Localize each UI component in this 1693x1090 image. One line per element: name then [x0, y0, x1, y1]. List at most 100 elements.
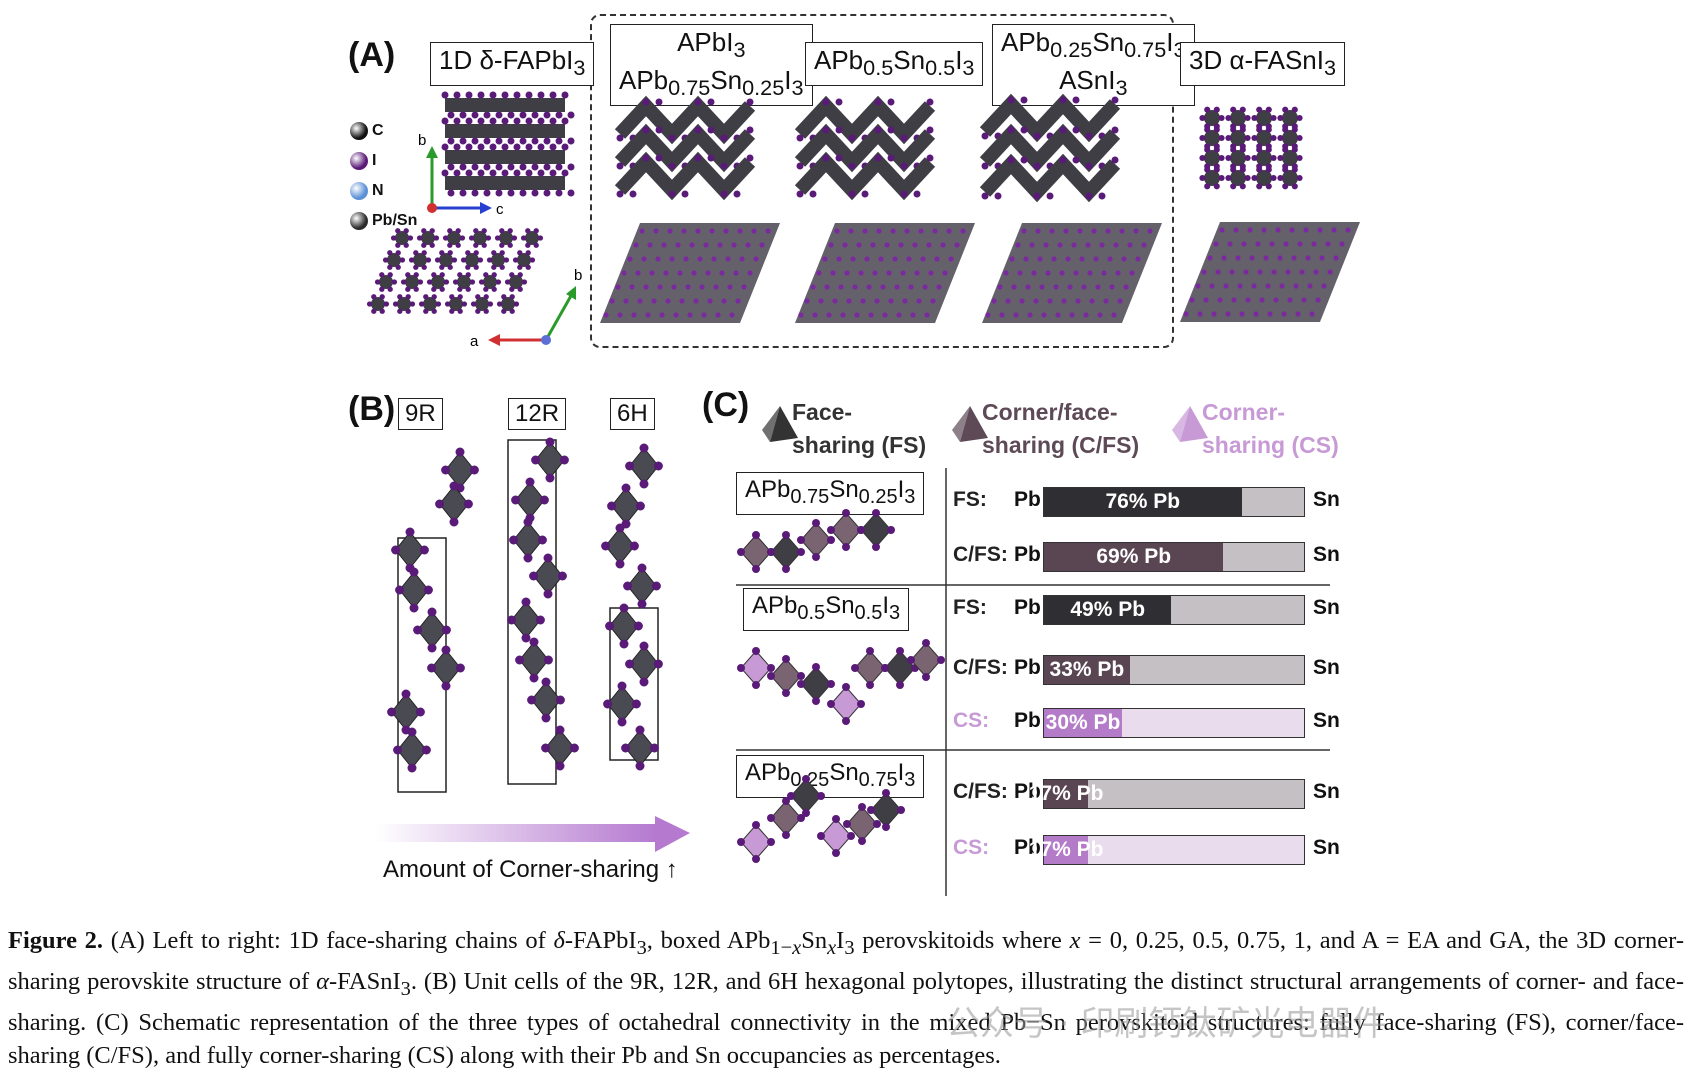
axes-bottom-icon: a b — [470, 267, 582, 350]
tetrahedron-icon — [952, 406, 988, 442]
bar-pb-label: Pb — [1014, 543, 1041, 566]
panel-a-label: (A) — [348, 36, 396, 74]
occupancy-bar-fill: 69% Pb — [1044, 543, 1224, 571]
zigzag-layers — [794, 95, 936, 201]
bar-sn-label: Sn — [1313, 780, 1340, 803]
atom-legend-item: Pb/Sn — [350, 212, 417, 230]
crystal-lattice — [1199, 106, 1303, 190]
panel-b-label: (B) — [348, 390, 396, 428]
parallelogram-projection — [600, 223, 780, 323]
connectivity-legend-label: Face-sharing (FS) — [792, 399, 927, 458]
bar-type-label: CS: — [953, 709, 990, 732]
structure-label-delta-fapbi3: 1D δ-FAPbI3 — [430, 42, 595, 87]
tetrahedron-icon — [762, 406, 798, 442]
bar-sn-label: Sn — [1313, 656, 1340, 679]
occupancy-bar: 69% Pb — [1043, 542, 1305, 572]
bar-sn-label: Sn — [1313, 488, 1340, 511]
axes-top-icon: b c — [418, 132, 504, 218]
occupancy-bar: 17% Pb — [1029, 779, 1305, 809]
bar-sn-label: Sn — [1313, 543, 1340, 566]
parallelogram-projection — [982, 223, 1162, 323]
polytype-9r-label: 9R — [398, 398, 443, 430]
perovskitoid-group-box — [590, 14, 1174, 348]
crystal-lattice — [366, 228, 544, 314]
bar-sn-label: Sn — [1313, 596, 1340, 619]
connectivity-chain — [737, 509, 895, 573]
bar-pb-label: Pb — [1014, 488, 1041, 511]
bar-type-label: C/FS: — [953, 656, 1008, 679]
zigzag-layers — [614, 95, 756, 201]
parallelogram-projection — [795, 223, 975, 323]
watermark: 公众号 · 印刷钙钛矿光电器件 — [946, 1004, 1387, 1044]
bar-type-label: FS: — [953, 488, 987, 511]
polytype-chain — [601, 443, 663, 771]
occupancy-bar-fill: 30% Pb — [1044, 709, 1122, 737]
polytype-chains — [387, 437, 663, 793]
bar-type-label: CS: — [953, 836, 990, 859]
atom-legend-item: I — [350, 152, 376, 170]
occupancy-bar-fill: 76% Pb — [1044, 488, 1242, 516]
atom-legend-item: N — [350, 182, 384, 200]
zigzag-layers — [979, 93, 1121, 203]
atom-ball-icon — [350, 182, 368, 200]
structure-label-alpha-fasni3: 3D α-FASnI3 — [1180, 42, 1346, 87]
corner-sharing-arrow-icon — [375, 816, 690, 852]
chain-rows — [441, 91, 575, 197]
axis-a-label: a — [470, 333, 479, 350]
bar-sn-label: Sn — [1313, 709, 1340, 732]
connectivity-legend-label: Corner/face-sharing (C/FS) — [982, 399, 1140, 458]
table-grid — [736, 468, 1330, 896]
bar-sn-label: Sn — [1313, 836, 1340, 859]
atom-legend-item: C — [350, 122, 384, 140]
occupancy-bar-fill: 33% Pb — [1044, 656, 1130, 684]
panel-c-label: (C) — [702, 386, 750, 424]
bar-pb-label: Pb — [1014, 709, 1041, 732]
tetrahedron-icon — [1172, 406, 1208, 442]
atom-ball-icon — [350, 212, 368, 230]
occupancy-bar-fill: 49% Pb — [1044, 596, 1172, 624]
occupancy-bar: 33% Pb — [1043, 655, 1305, 685]
connectivity-legend-label: Corner-sharing (CS) — [1202, 399, 1339, 458]
atom-symbol: I — [372, 152, 377, 169]
atom-symbol: N — [372, 182, 384, 199]
compound-label-1: APb0.75Sn0.25I3 — [736, 472, 925, 515]
unit-cell-12r — [507, 439, 557, 785]
atom-ball-icon — [350, 122, 368, 140]
connectivity-schematics — [737, 509, 945, 863]
axis-c-label: c — [496, 201, 504, 218]
structure-label-apb025sn075i3: APb0.25Sn0.75I3ASnI3 — [992, 24, 1195, 107]
occupancy-bar: 49% Pb — [1043, 595, 1305, 625]
bar-type-label: C/FS: — [953, 780, 1008, 803]
structure-label-apb05sn05i3: APb0.5Sn0.5I3 — [805, 42, 984, 87]
compound-label-2: APb0.5Sn0.5I3 — [743, 588, 910, 631]
parallelogram-projection — [1180, 222, 1360, 322]
axis-b-label: b — [418, 132, 426, 149]
bar-type-label: C/FS: — [953, 543, 1008, 566]
polytype-12r-label: 12R — [508, 398, 567, 430]
atom-symbol: Pb/Sn — [372, 212, 418, 229]
figure-caption: Figure 2. (A) Left to right: 1D face-sha… — [8, 927, 1684, 1069]
atom-symbol: C — [372, 122, 384, 139]
occupancy-bar-fill: 17% Pb — [1029, 780, 1103, 808]
occupancy-bar: 17% Pb — [1029, 835, 1305, 865]
occupancy-bar: 30% Pb — [1043, 708, 1305, 738]
corner-sharing-caption: Amount of Corner-sharing ↑ — [383, 856, 678, 883]
compound-label-3: APb0.25Sn0.75I3 — [736, 755, 925, 798]
polytype-chain — [387, 447, 479, 773]
polytype-6h-label: 6H — [610, 398, 655, 430]
occupancy-bar: 76% Pb — [1043, 487, 1305, 517]
connectivity-chain — [737, 775, 905, 863]
crystal-structures — [366, 91, 1360, 323]
occupancy-bar-fill: 17% Pb — [1029, 836, 1103, 864]
bar-pb-label: Pb — [1014, 780, 1041, 803]
unit-cell-6h — [609, 607, 659, 761]
polytype-chain — [507, 437, 579, 771]
bar-pb-label: Pb — [1014, 656, 1041, 679]
bar-type-label: FS: — [953, 596, 987, 619]
axis-b2-label: b — [574, 267, 582, 284]
atom-ball-icon — [350, 152, 368, 170]
bar-pb-label: Pb — [1014, 596, 1041, 619]
connectivity-chain — [737, 639, 945, 725]
bar-pb-label: Pb — [1014, 836, 1041, 859]
